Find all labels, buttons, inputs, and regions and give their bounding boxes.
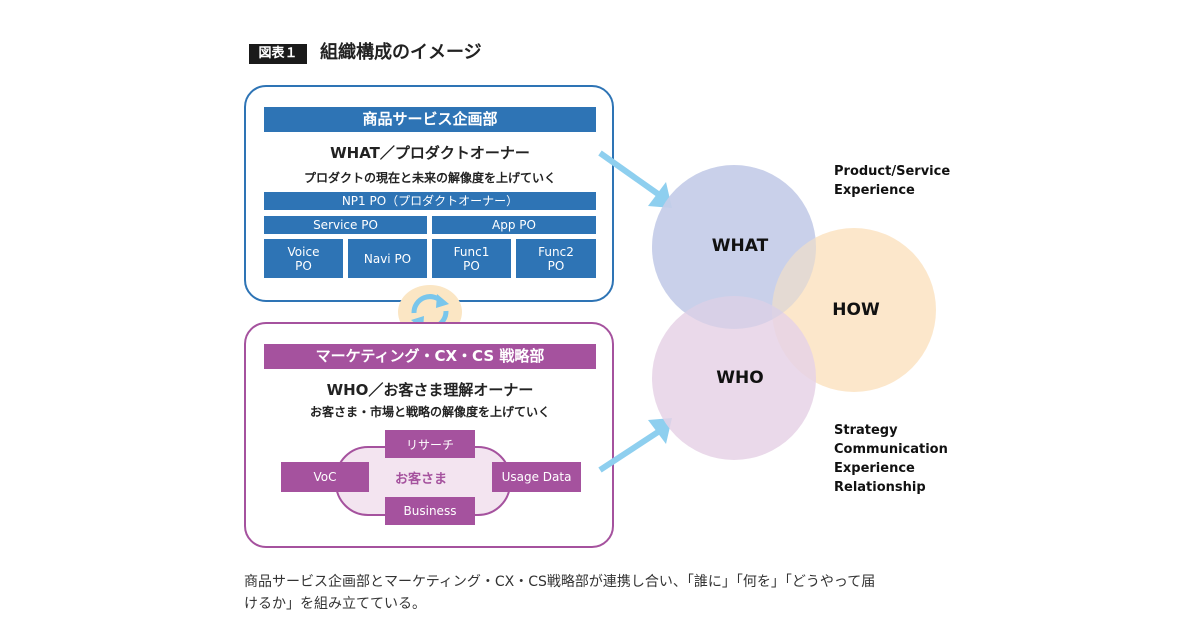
business-box: Business: [385, 497, 475, 525]
venn-diagram: [652, 165, 936, 460]
func1-po-line2: PO: [463, 258, 480, 273]
voc-label: VoC: [313, 470, 337, 484]
product-experience-text: Product/Service Experience: [834, 162, 950, 200]
func1-po-box: Func1 PO: [432, 239, 511, 278]
app-po-label: App PO: [492, 218, 536, 232]
product-service-planning-header: 商品サービス企画部: [264, 107, 596, 132]
what-description: プロダクトの現在と未来の解像度を上げていく: [303, 171, 556, 185]
usage-data-label: Usage Data: [501, 470, 572, 484]
caption-line: 商品サービス企画部とマーケティング・CX・CS戦略部が連携し合い、「誰に」「何を…: [244, 574, 876, 590]
app-po-box: App PO: [432, 216, 596, 234]
strategy-text-line: Strategy: [834, 423, 898, 438]
np1-po-box: NP1 PO（プロダクトオーナー）: [264, 192, 596, 210]
how-circle: [772, 228, 936, 392]
voc-box: VoC: [281, 462, 369, 492]
func2-po-box: Func2 PO: [516, 239, 596, 278]
navi-po-line1: Navi PO: [363, 251, 412, 266]
service-po-label: Service PO: [313, 218, 378, 232]
strategy-text-line: Experience: [834, 461, 915, 476]
marketing-cx-cs-header: マーケティング・CX・CS 戦略部: [264, 344, 596, 369]
usage-data-box: Usage Data: [492, 462, 581, 492]
what-role-title: WHAT／プロダクトオーナー: [330, 144, 530, 162]
strategy-text: Strategy Communication Experience Relati…: [834, 421, 948, 497]
voice-po-line2: PO: [295, 258, 312, 273]
voice-po-line1: Voice: [287, 244, 320, 259]
strategy-text-line: Communication: [834, 442, 948, 457]
customer-label: お客さま: [394, 472, 447, 487]
service-po-box: Service PO: [264, 216, 427, 234]
func2-po-line1: Func2: [538, 244, 574, 259]
venn-who-label: WHO: [716, 368, 764, 388]
product-text-line: Experience: [834, 183, 915, 198]
strategy-text-line: Relationship: [834, 480, 926, 495]
who-description: お客さま・市場と戦略の解像度を上げていく: [309, 405, 550, 419]
figure-title: 組織構成のイメージ: [320, 42, 482, 63]
np1-po-label: NP1 PO（プロダクトオーナー）: [341, 194, 519, 208]
research-box: リサーチ: [385, 430, 475, 458]
caption-line: けるか」を組み立てている。: [244, 596, 426, 612]
voice-po-box: Voice PO: [264, 239, 343, 278]
navi-po-box: Navi PO: [348, 239, 427, 278]
who-role-title: WHO／お客さま理解オーナー: [326, 381, 534, 399]
figure-badge: 図表１: [249, 44, 307, 64]
research-label: リサーチ: [405, 437, 454, 452]
venn-what-label: WHAT: [711, 236, 769, 256]
what-circle: [652, 165, 816, 329]
who-circle: [652, 296, 816, 460]
business-label: Business: [403, 504, 457, 518]
product-text-line: Product/Service: [834, 164, 951, 179]
func2-po-line2: PO: [547, 258, 565, 273]
venn-how-label: HOW: [832, 300, 880, 320]
arrow-right-up-icon: [598, 418, 672, 473]
func1-po-line1: Func1: [453, 244, 490, 259]
figure-caption: 商品サービス企画部とマーケティング・CX・CS戦略部が連携し合い、「誰に」「何を…: [244, 571, 974, 615]
